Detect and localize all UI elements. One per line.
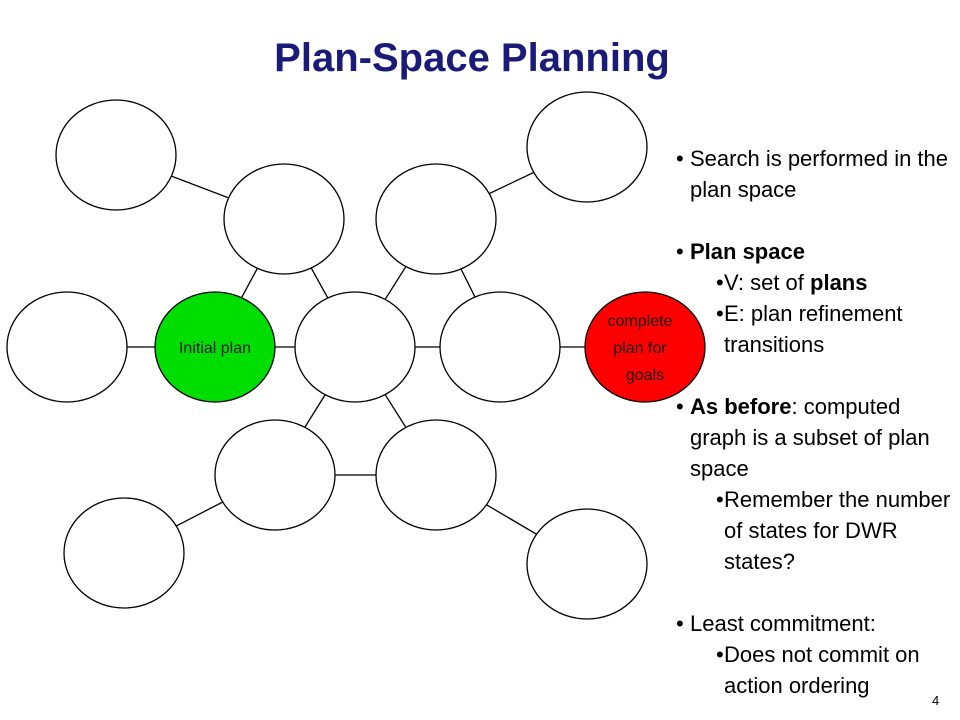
bullet-text: Does not commit on action ordering [724,642,920,698]
plan-node [214,419,336,531]
bullet-text: : computed graph is a subset of plan spa… [690,394,930,481]
plan-node [223,163,345,275]
plan-node [294,291,416,403]
plan-node [526,91,648,203]
initial-plan-label: Initial plan [179,340,251,357]
plan-node [375,419,497,531]
sub-bullet-item: E: plan refinement transitions [674,298,960,360]
sub-bullet-item: Does not commit on action ordering [674,639,960,701]
bullet-spacer [674,360,960,391]
plan-node [375,163,497,275]
bullet-text: Least commitment: [690,611,876,636]
plan-node [439,291,561,403]
complete-plan-label-line: goals [626,367,664,384]
bullet-text: As before [690,394,792,419]
plan-node [55,99,177,211]
complete-plan-label-line: complete [608,313,673,330]
bullet-item: As before: computed graph is a subset of… [674,391,960,484]
bullet-item: Search is performed in the plan space [674,143,960,205]
sub-bullet-item: Remember the number of states for DWR st… [674,484,960,577]
bullet-spacer [674,205,960,236]
bullet-text: Remember the number of states for DWR st… [724,487,951,574]
initial-plan-node [154,291,276,403]
plan-node [63,497,185,609]
bullet-text: E: plan refinement transitions [724,301,903,357]
bullet-text: plans [810,270,868,295]
bullet-list: Search is performed in the plan spacePla… [674,143,960,701]
page-number: 4 [932,693,940,708]
plan-node [526,508,648,620]
page-title: Plan-Space Planning [274,36,670,80]
plan-node [6,291,128,403]
complete-plan-label-line: plan for [613,340,667,357]
sub-bullet-item: V: set of plans [674,267,960,298]
bullet-text: Search is performed in the plan space [690,146,949,202]
bullet-text: V: set of [724,270,811,295]
bullet-item: Plan space [674,236,960,267]
bullet-text: Plan space [690,239,805,264]
bullet-item: Least commitment: [674,608,960,639]
bullet-spacer [674,577,960,608]
